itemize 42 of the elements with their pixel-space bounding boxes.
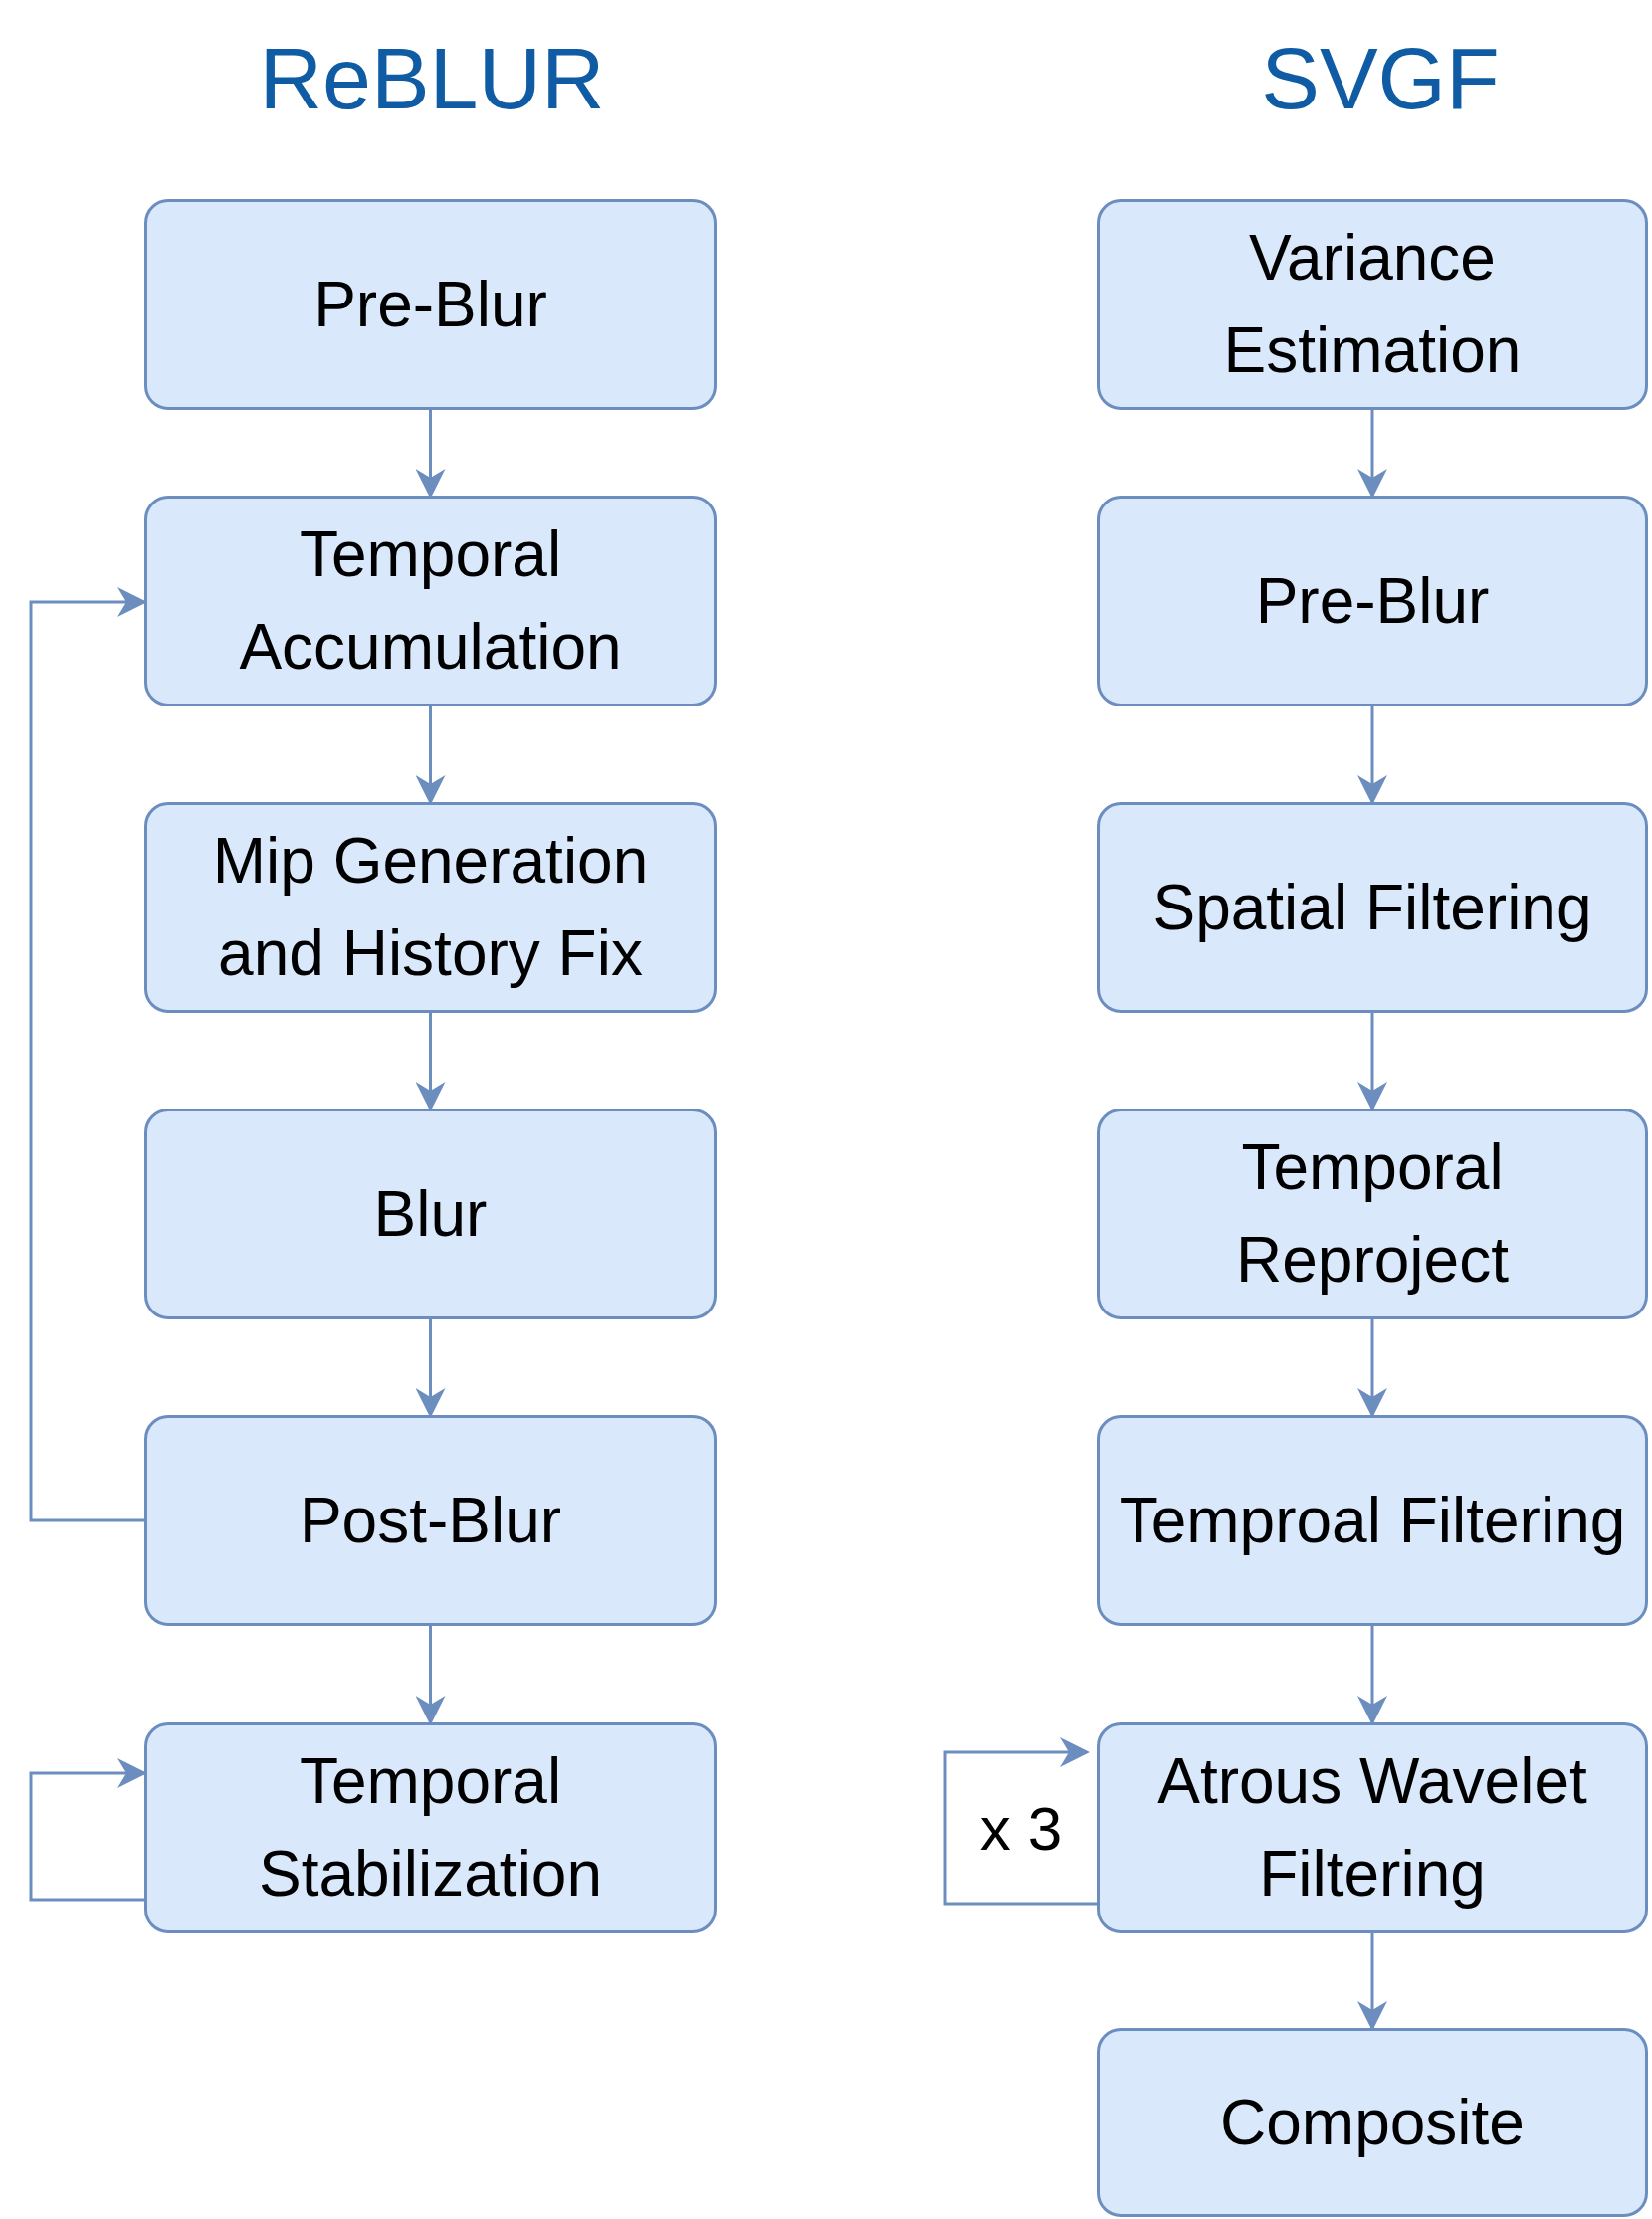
box-label: Temporal Stabilization — [257, 1744, 604, 1912]
arrow — [1357, 1013, 1387, 1111]
box-label: Pre-Blur — [313, 267, 547, 342]
box-label: Post-Blur — [299, 1483, 562, 1558]
arrow — [415, 706, 446, 805]
box-label: Temporal Reproject — [1235, 1130, 1510, 1298]
process-box — [1097, 802, 1648, 1013]
process-box — [1097, 496, 1648, 706]
process-box — [144, 1109, 717, 1319]
box-label: Composite — [1220, 2085, 1525, 2160]
arrow — [415, 1013, 446, 1111]
box-label: Variance Estimation — [1222, 221, 1523, 388]
arrow — [415, 1319, 446, 1418]
process-box — [1097, 1109, 1648, 1319]
box-label: Atrous Wavelet Filtering — [1156, 1744, 1588, 1912]
process-box — [144, 496, 717, 706]
arrow — [1357, 1933, 1387, 2031]
arrow — [1357, 1319, 1387, 1418]
box-label: Spatial Filtering — [1152, 870, 1592, 945]
column-title: SVGF — [1261, 28, 1500, 129]
arrow — [415, 1626, 446, 1725]
box-label: Temproal Filtering — [1119, 1483, 1626, 1558]
box-label: Mip Generation and History Fix — [211, 824, 650, 991]
arrow — [943, 1737, 1097, 1906]
process-box — [1097, 1722, 1648, 1933]
arrow — [1357, 1626, 1387, 1725]
box-label: Blur — [373, 1176, 488, 1252]
box-label: Temporal Accumulation — [238, 517, 623, 685]
arrow — [29, 587, 147, 1522]
process-box — [144, 802, 717, 1013]
process-box — [144, 1415, 717, 1626]
column-title: ReBLUR — [259, 28, 605, 129]
arrow — [415, 410, 446, 499]
box-label: Pre-Blur — [1255, 563, 1490, 639]
process-box — [1097, 2028, 1648, 2217]
process-box — [1097, 1415, 1648, 1626]
process-box — [144, 1722, 717, 1933]
arrow — [29, 1758, 147, 1902]
process-box — [1097, 199, 1648, 410]
arrow — [1357, 410, 1387, 499]
arrow — [1357, 706, 1387, 805]
process-box — [144, 199, 717, 410]
